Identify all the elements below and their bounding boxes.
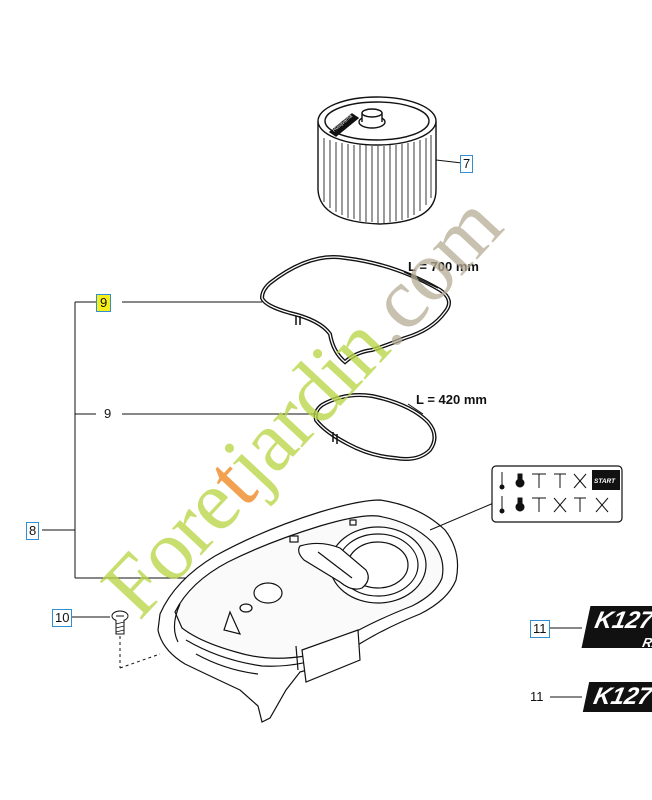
decal-k127-main: K127 — [591, 683, 652, 710]
leader-7 — [435, 159, 463, 164]
callout-7[interactable]: 7 — [460, 155, 474, 173]
leader-dim-700 — [403, 271, 439, 289]
leader-dim-420 — [407, 403, 424, 415]
gasket-small — [313, 393, 437, 461]
callout-8[interactable]: 8 — [26, 522, 40, 540]
callout-11-bottom[interactable]: 11 — [530, 689, 544, 704]
warning-label: START — [491, 465, 623, 523]
dimension-label-420: L = 420 mm — [416, 392, 487, 407]
filter-cover — [157, 499, 459, 723]
decal-k127-ra-main: K127 — [592, 607, 652, 634]
decal-k127: K127 — [582, 682, 652, 712]
assembly-bracket — [42, 301, 316, 618]
dimension-label-700: L = 700 mm — [408, 259, 479, 274]
callout-10[interactable]: 10 — [52, 609, 73, 627]
callout-9[interactable]: 9 — [104, 406, 112, 421]
air-filter: Husqvarna — [317, 96, 437, 225]
decal-k127-ra: K127 RA — [581, 606, 652, 648]
warning-start-text: START — [594, 478, 616, 485]
callout-11-top[interactable]: 11 — [530, 620, 550, 638]
leader-warning-label — [429, 501, 497, 531]
gasket-large — [259, 255, 451, 365]
screw — [111, 610, 161, 669]
callout-9-highlighted[interactable]: 9 — [96, 294, 112, 312]
